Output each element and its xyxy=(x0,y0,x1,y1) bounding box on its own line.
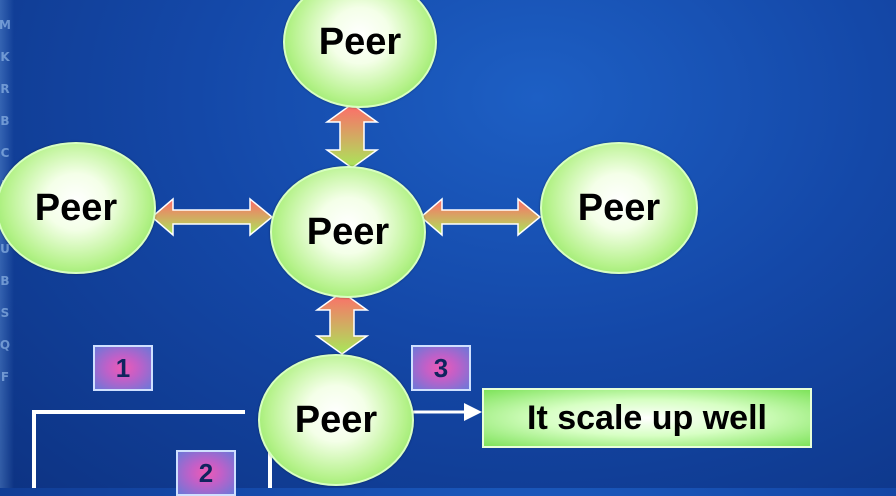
side-letter: B xyxy=(0,274,10,288)
peer-label: Peer xyxy=(34,186,118,229)
connector-bottom-left xyxy=(32,410,245,488)
step-badge-1: 1 xyxy=(93,345,153,391)
step-badge-3: 3 xyxy=(411,345,471,391)
side-decoration-strip: M K R B C E D U B S Q F xyxy=(0,0,14,488)
arrow-center-right xyxy=(419,197,542,237)
peer-label: Peer xyxy=(577,186,661,229)
peer-node-top: Peer xyxy=(283,0,437,108)
arrow-left-center xyxy=(150,197,274,237)
side-letter: R xyxy=(0,82,10,96)
arrow-center-bottom xyxy=(314,291,370,355)
step-badge-2: 2 xyxy=(176,450,236,496)
peer-label: Peer xyxy=(306,210,390,253)
side-letter: M xyxy=(0,18,11,32)
peer-node-left: Peer xyxy=(0,142,156,274)
side-letter: F xyxy=(0,370,10,384)
peer-label: Peer xyxy=(318,20,402,63)
side-letter: K xyxy=(0,50,10,64)
side-letter: Q xyxy=(0,338,11,352)
result-box: It scale up well xyxy=(482,388,812,448)
side-letter: B xyxy=(0,114,10,128)
side-letter: S xyxy=(0,306,10,320)
arrow-top-center xyxy=(324,103,380,169)
connector-arrowhead xyxy=(464,403,482,421)
peer-node-center: Peer xyxy=(270,166,426,298)
peer-node-right: Peer xyxy=(540,142,698,274)
peer-node-bottom: Peer xyxy=(258,354,414,486)
peer-label: Peer xyxy=(294,398,378,441)
side-letter: C xyxy=(0,146,10,160)
side-letter: U xyxy=(0,242,10,256)
